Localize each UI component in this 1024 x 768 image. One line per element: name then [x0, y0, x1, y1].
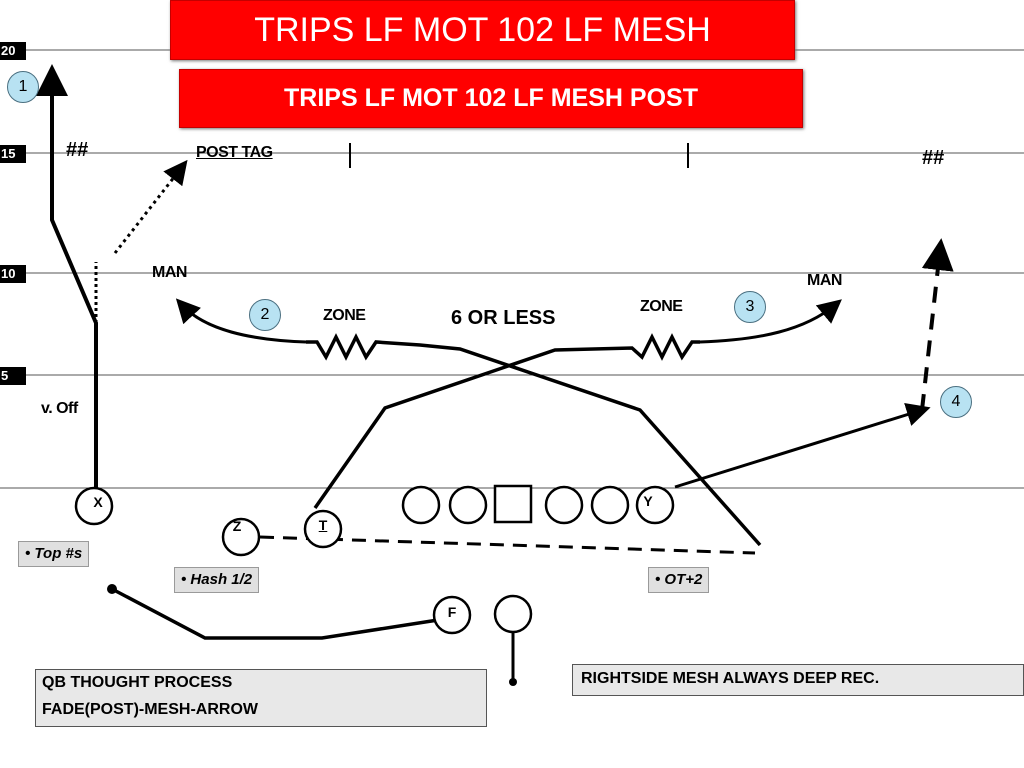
rightside-mesh-box: RIGHTSIDE MESH ALWAYS DEEP REC. — [572, 664, 1024, 696]
y-route-dashed — [920, 238, 954, 411]
player-y — [635, 485, 675, 525]
lineman-center — [493, 484, 533, 524]
left-zone-spring — [306, 333, 762, 547]
player-f — [432, 595, 472, 635]
play-title: TRIPS LF MOT 102 LF MESH — [170, 0, 795, 60]
lineman-lt — [401, 485, 441, 525]
play-subtitle: TRIPS LF MOT 102 LF MESH POST — [179, 69, 803, 128]
x-route — [36, 64, 98, 490]
lineman-lg — [448, 485, 488, 525]
lineman-rg — [544, 485, 584, 525]
post-tag-route — [113, 159, 188, 254]
route-number-2: 2 — [249, 299, 281, 331]
lineman-rt — [590, 485, 630, 525]
post-tag-label: POST TAG — [196, 144, 273, 161]
yard-marker-10: 10 — [0, 265, 26, 283]
six-or-less-label: 6 OR LESS — [451, 307, 556, 329]
yard-marker-15: 15 — [0, 145, 26, 163]
yard-marker-5: 5 — [0, 367, 26, 385]
player-qb — [493, 594, 533, 634]
qb-thought-line2: FADE(POST)-MESH-ARROW — [42, 701, 258, 718]
t-route — [313, 333, 700, 510]
z-motion — [259, 535, 756, 555]
route-number-1: 1 — [7, 71, 39, 103]
player-f-label: F — [447, 604, 457, 620]
player-t-label: T — [318, 517, 328, 533]
route-number-3: 3 — [734, 291, 766, 323]
f-route-start-dot — [107, 584, 117, 594]
offensive-line — [401, 484, 630, 525]
player-x — [74, 486, 114, 526]
v-off-label: v. Off — [41, 400, 78, 417]
y-route — [674, 403, 931, 489]
f-route — [111, 587, 439, 640]
route-number-4: 4 — [940, 386, 972, 418]
player-x-label: X — [93, 494, 103, 510]
player-t — [303, 509, 343, 549]
hash-label-right: ## — [922, 147, 945, 169]
player-z — [221, 517, 261, 557]
note-hash-text: Hash 1/2 — [190, 571, 253, 588]
man-label-left: MAN — [152, 264, 187, 281]
skill-players — [74, 485, 675, 635]
note-ot: • OT+2 — [648, 567, 710, 593]
player-z-label: Z — [232, 518, 242, 534]
player-y-label: Y — [643, 493, 653, 509]
note-hash: • Hash 1/2 — [174, 567, 260, 593]
man-label-right: MAN — [807, 272, 842, 289]
qb-thought-line1: QB THOUGHT PROCESS — [42, 674, 233, 691]
note-top-numbers-text: Top #s — [34, 545, 83, 562]
yard-marker-20: 20 — [0, 42, 26, 60]
hash-label-left: ## — [66, 139, 89, 161]
zone-label-left: ZONE — [323, 307, 366, 324]
qb-thought-box: QB THOUGHT PROCESS FADE(POST)-MESH-ARROW — [35, 669, 487, 727]
note-top-numbers: • Top #s — [18, 541, 90, 567]
left-man-route — [175, 298, 307, 344]
qb-drop-dot — [509, 678, 517, 686]
note-ot-text: OT+2 — [664, 571, 703, 588]
right-man-route — [699, 299, 842, 344]
zone-label-right: ZONE — [640, 298, 683, 315]
rightside-mesh-text: RIGHTSIDE MESH ALWAYS DEEP REC. — [581, 670, 880, 687]
